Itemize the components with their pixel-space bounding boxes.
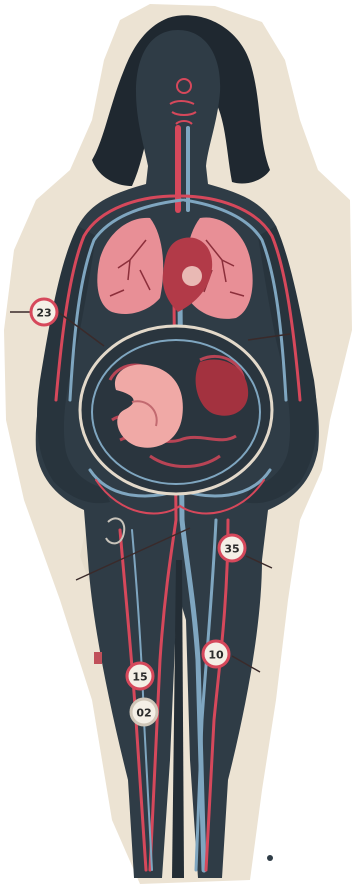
label-knee-right: 10 — [203, 641, 229, 667]
label-calf-left-upper-text: 15 — [132, 671, 147, 684]
label-arm-left: 23 — [31, 299, 57, 325]
label-calf-left-lower: 02 — [131, 699, 157, 725]
label-thigh-right-text: 35 — [224, 543, 239, 556]
stray-mark — [267, 855, 273, 861]
label-calf-left-upper: 15 — [127, 663, 153, 689]
label-arm-left-text: 23 — [36, 307, 51, 320]
red-spot — [94, 652, 102, 664]
label-knee-right-text: 10 — [208, 649, 224, 662]
heart-highlight — [182, 266, 202, 286]
label-calf-left-lower-text: 02 — [136, 707, 151, 720]
label-thigh-right: 35 — [219, 535, 245, 561]
